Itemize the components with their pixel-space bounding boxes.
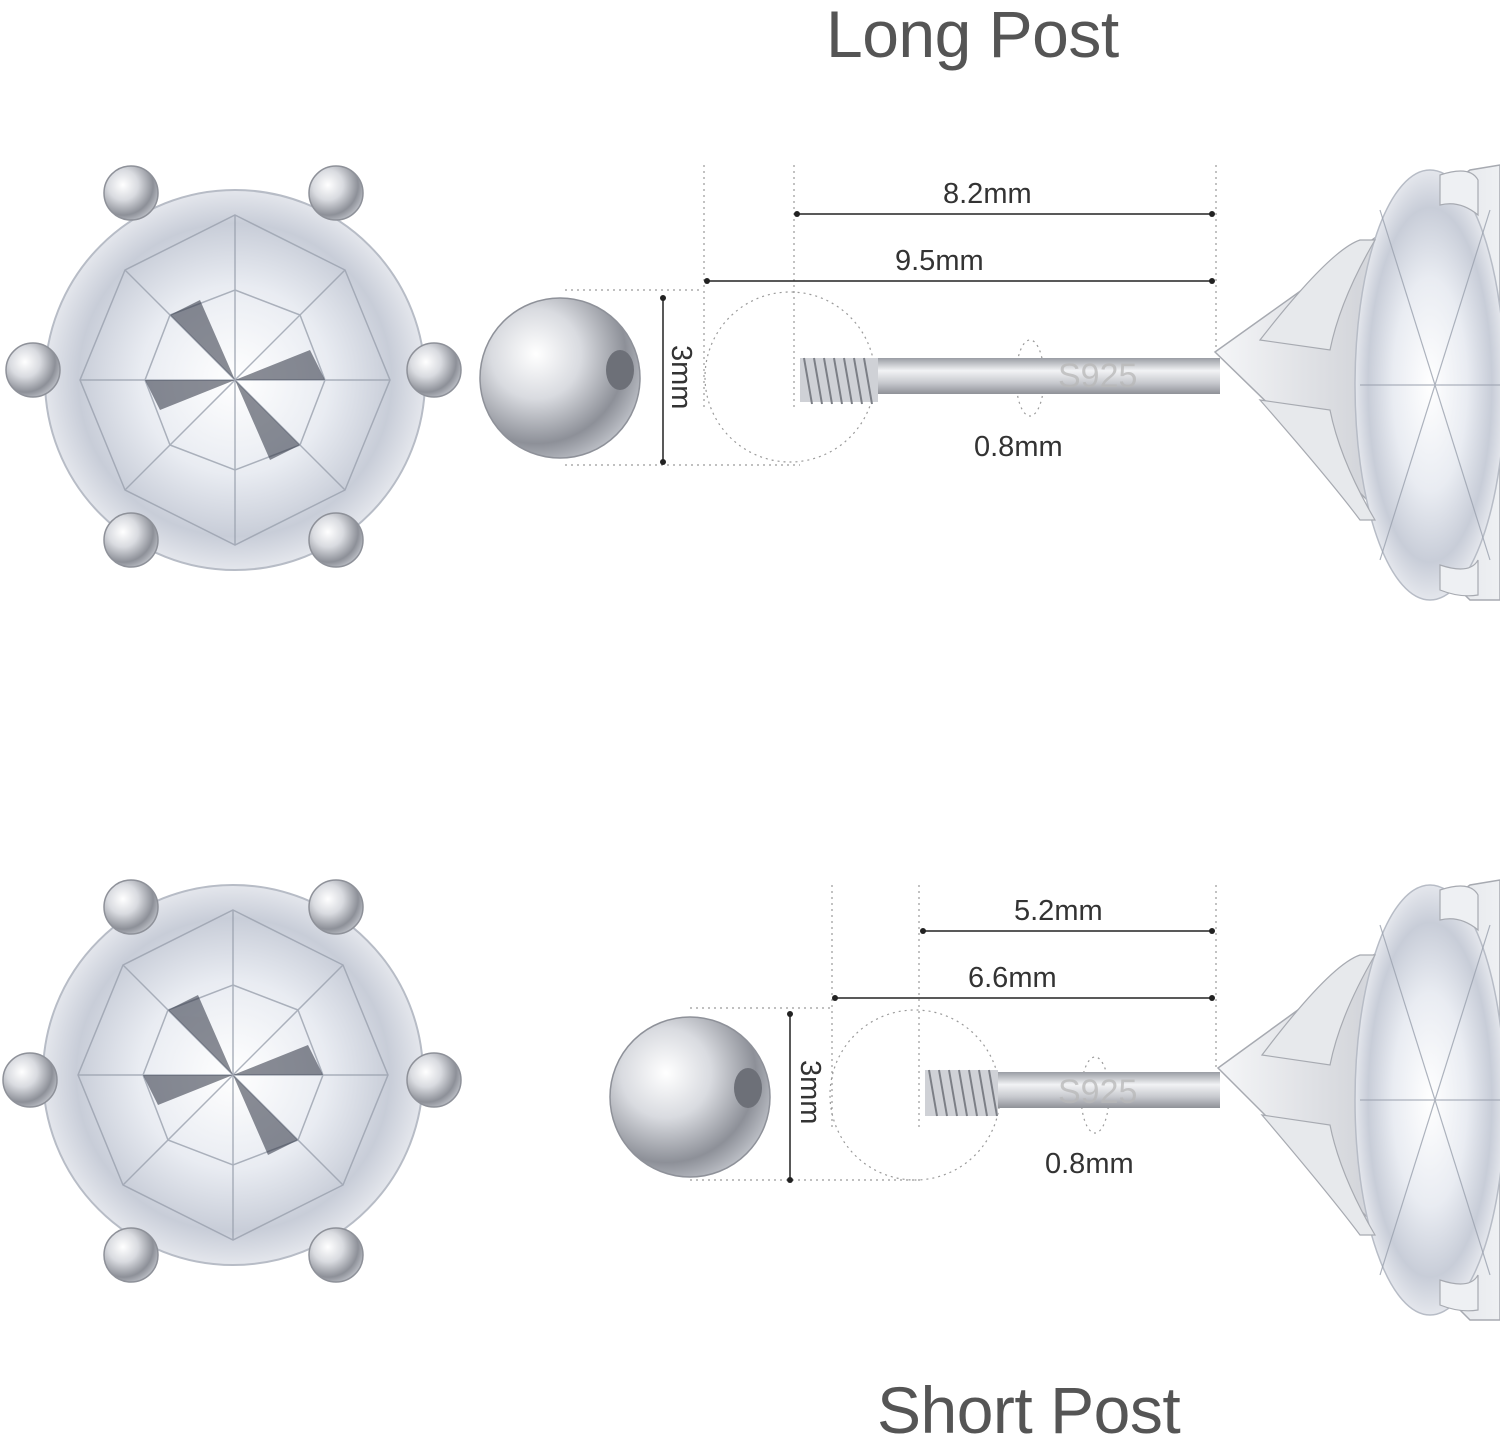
side-setting [1213,164,1500,601]
gem-dark-facets [145,300,325,460]
long-post-thickness-label: 0.8mm [974,431,1063,463]
post-thread [800,358,878,402]
post [995,1072,1220,1108]
ball-thread-hole [606,350,634,390]
thread-grooves [803,357,873,405]
dimension-endpoints [787,928,1215,1183]
dimension-lines [662,213,1212,462]
long-post-total-length-label: 9.5mm [895,245,984,277]
long-post-stamp: S925 [1058,357,1138,395]
long-post-front-view-stud [5,165,462,571]
long-post-title: Long Post [826,0,1119,71]
short-post-ball-diameter-label: 3mm [794,1060,826,1125]
prongs [2,879,462,1283]
dimension-endpoints [660,211,1215,465]
long-post-ball-diameter-label: 3mm [665,345,697,410]
short-post-side-view [609,879,1500,1321]
gem-dark-facets [143,995,323,1155]
side-setting [1216,879,1500,1321]
ball-thread-hole [734,1068,762,1108]
thread-grooves [928,1069,998,1117]
short-post-title: Short Post [877,1373,1181,1447]
long-post-length-label: 8.2mm [943,178,1032,210]
short-post-thickness-label: 0.8mm [1045,1148,1134,1180]
screw-back-ball [609,1016,771,1178]
prongs [5,165,462,568]
short-post-total-length-label: 6.6mm [968,962,1057,994]
post [875,358,1220,394]
short-post-front-view-stud [2,879,462,1283]
short-post-length-label: 5.2mm [1014,895,1103,927]
screw-back-ball [479,297,641,459]
short-post-stamp: S925 [1058,1073,1138,1111]
dimension-lines [789,930,1212,1180]
guide-lines [690,885,1217,1181]
long-post-side-view [479,164,1500,601]
